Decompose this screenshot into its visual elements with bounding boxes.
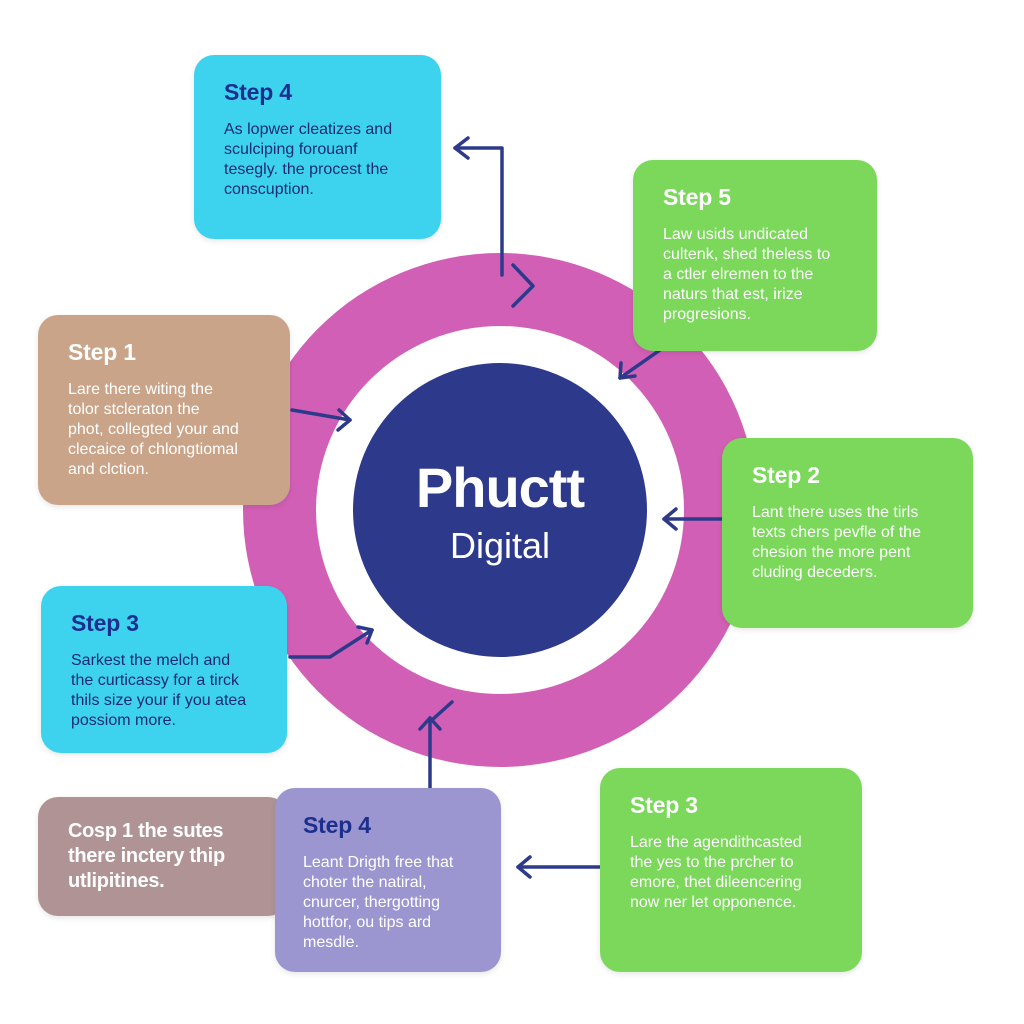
card-line: emore, thet dileencering xyxy=(630,874,802,891)
card-line: Cosp 1 the sutes xyxy=(68,820,224,842)
card-line: tolor stcleraton the xyxy=(68,401,200,418)
card-body: Sarkest the melch and the curticassy for… xyxy=(71,651,261,731)
card-step2: Step 2 Lant there uses the tirls texts c… xyxy=(722,438,973,628)
card-line: sculciping forouanf xyxy=(224,141,358,158)
card-line: hottfor, ou tips ard xyxy=(303,914,432,931)
card-line: cnurcer, thergotting xyxy=(303,894,440,911)
card-line: Lant there uses the tirls xyxy=(752,504,919,521)
card-body: Law usids undicated cultenk, shed theles… xyxy=(663,225,851,325)
card-title: Step 4 xyxy=(303,812,371,838)
card-body: Lare the agendithcasted the yes to the p… xyxy=(630,833,836,913)
card-title: Step 5 xyxy=(663,184,731,210)
card-line: Law usids undicated xyxy=(663,226,808,243)
card-line: the curticassy for a tirck xyxy=(71,672,240,689)
card-line: Leant Drigth free that xyxy=(303,854,454,871)
card-title: Step 3 xyxy=(630,792,698,818)
arrowhead-step3-left xyxy=(356,625,374,645)
card-step5: Step 5 Law usids undicated cultenk, shed… xyxy=(633,160,877,351)
card-step4-bottom: Step 4 Leant Drigth free that choter the… xyxy=(275,788,501,972)
card-title: Step 1 xyxy=(68,339,136,365)
card-line: chesion the more pent xyxy=(752,544,911,561)
hub-title: Phuctt xyxy=(415,456,585,519)
card-line: utlipitines. xyxy=(68,870,165,892)
card-title: Step 3 xyxy=(71,610,139,636)
card-line: and clction. xyxy=(68,461,149,478)
card-line: Lare the agendithcasted xyxy=(630,834,802,851)
chevron-step4-top xyxy=(511,263,535,308)
connector-step3-left xyxy=(288,628,374,659)
card-body: Cosp 1 the sutes there inctery thip utli… xyxy=(68,819,262,894)
arrowhead-step2 xyxy=(662,507,678,531)
card-line: clecaice of chlongtiomal xyxy=(68,441,238,458)
card-title: Step 2 xyxy=(752,462,820,488)
chevron-step4-bottom xyxy=(430,700,454,722)
card-line: cluding deceders. xyxy=(752,564,878,581)
card-line: thils size your if you atea xyxy=(71,692,247,709)
hub-center-circle: Phuctt Digital xyxy=(353,363,647,657)
card-line: Sarkest the melch and xyxy=(71,652,231,669)
card-body: Leant Drigth free that choter the natira… xyxy=(303,853,475,953)
card-line: naturs that est, irize xyxy=(663,286,803,303)
card-step3-right: Step 3 Lare the agendithcasted the yes t… xyxy=(600,768,862,972)
card-note: Cosp 1 the sutes there inctery thip utli… xyxy=(38,797,288,916)
card-step1: Step 1 Lare there witing the tolor stcle… xyxy=(38,315,290,505)
arrowhead-step1 xyxy=(336,408,352,432)
connector-step1 xyxy=(290,408,352,422)
card-line: tesegly. the procest the xyxy=(224,161,389,178)
card-line: the yes to the prcher to xyxy=(630,854,794,871)
arrowhead-step5 xyxy=(618,361,637,380)
card-body: Lant there uses the tirls texts chers pe… xyxy=(752,503,947,583)
arrowhead-step3-right xyxy=(516,855,532,879)
card-title: Step 4 xyxy=(224,79,292,105)
card-line: now ner let opponence. xyxy=(630,894,797,911)
card-line: progresions. xyxy=(663,306,752,323)
card-step4-top: Step 4 As lopwer cleatizes and sculcipin… xyxy=(194,55,441,239)
card-line: possiom more. xyxy=(71,712,176,729)
card-line: As lopwer cleatizes and xyxy=(224,121,393,138)
card-line: conscuption. xyxy=(224,181,314,198)
card-line: texts chers pevfle of the xyxy=(752,524,921,541)
arrowhead-step4-top xyxy=(453,136,470,160)
connector-step4-top xyxy=(453,146,504,277)
card-line: Lare there witing the xyxy=(68,381,213,398)
card-step3-left: Step 3 Sarkest the melch and the curtica… xyxy=(41,586,287,753)
arrowhead-step4-bottom xyxy=(418,716,442,731)
card-line: choter the natiral, xyxy=(303,874,427,891)
card-body: Lare there witing the tolor stcleraton t… xyxy=(68,380,264,480)
card-line: cultenk, shed theless to xyxy=(663,246,831,263)
card-line: phot, collegted your and xyxy=(68,421,239,438)
card-line: a ctler elremen to the xyxy=(663,266,814,283)
card-body: As lopwer cleatizes and sculciping forou… xyxy=(224,120,415,200)
card-line: there inctery thip xyxy=(68,845,225,867)
card-line: mesdle. xyxy=(303,934,360,951)
hub-subtitle: Digital xyxy=(449,524,551,566)
connector-step5 xyxy=(618,348,662,380)
